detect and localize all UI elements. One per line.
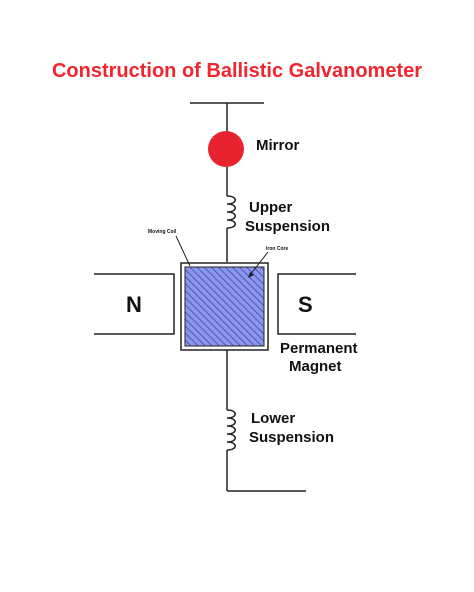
mirror-label: Mirror — [256, 137, 300, 154]
diagram-title: Construction of Ballistic Galvanometer — [51, 60, 423, 82]
lower-suspension-label-line2: Suspension — [249, 429, 335, 446]
iron-core-label: Iron Core — [266, 246, 289, 252]
upper-suspension-label-line2: Suspension — [245, 218, 331, 235]
moving-coil-label: Moving Coil — [148, 229, 177, 235]
moving-coil-pointer — [175, 235, 191, 267]
iron-core-arrowhead — [248, 272, 254, 278]
lower-suspension-label-line1: Lower — [251, 410, 296, 427]
magnet-pole-north — [94, 273, 175, 335]
upper-suspension-spring — [226, 195, 236, 229]
iron-core-pointer — [249, 251, 269, 276]
lower-suspension-spring — [226, 409, 236, 451]
magnet-pole-south — [277, 273, 356, 335]
iron-core — [184, 266, 265, 347]
north-pole-label: N — [126, 292, 142, 317]
mirror — [208, 131, 244, 167]
permanent-magnet-label-line1: Permanent — [280, 340, 358, 357]
permanent-magnet-label-line2: Magnet — [289, 358, 342, 375]
south-pole-label: S — [298, 292, 313, 317]
upper-suspension-label-line1: Upper — [249, 199, 293, 216]
